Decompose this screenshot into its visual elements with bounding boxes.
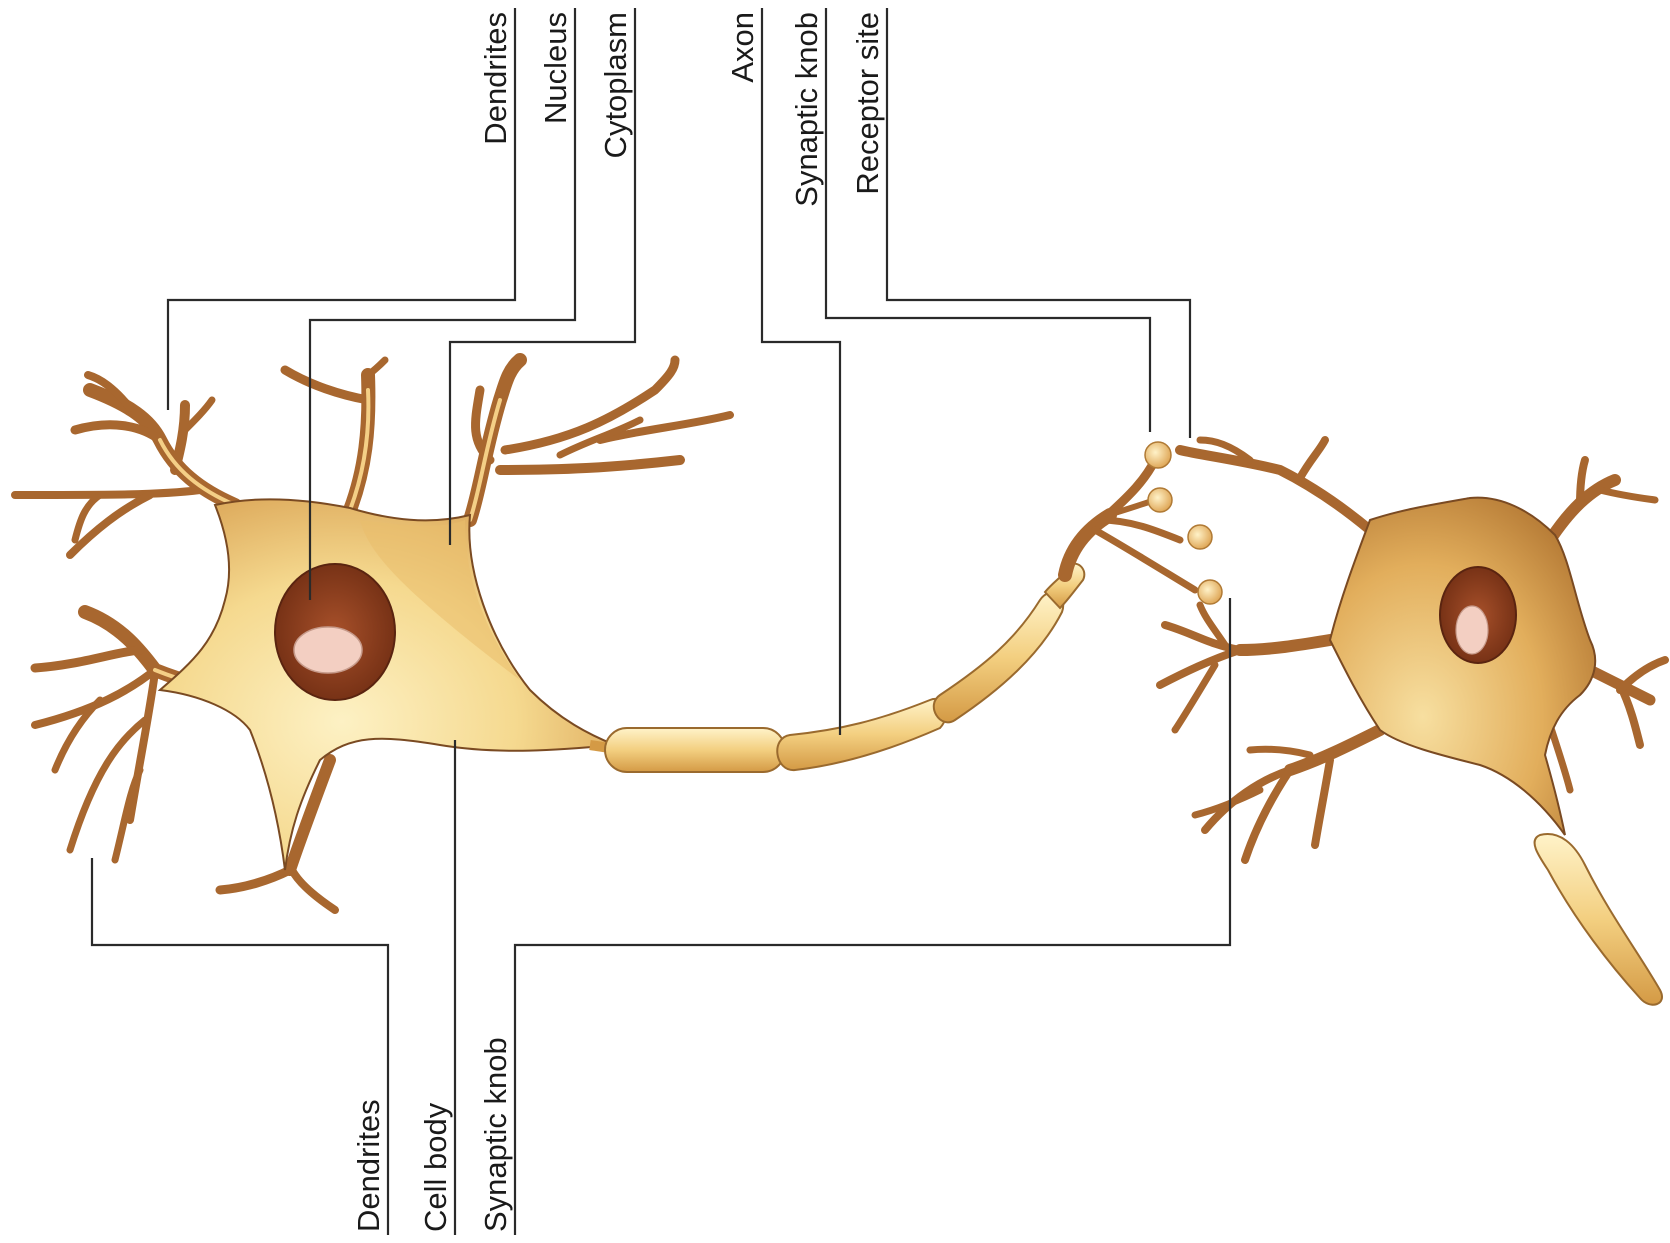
leader-bottom-dendrites bbox=[92, 858, 388, 1235]
label-bottom-synaptic-knob: Synaptic knob bbox=[478, 1037, 513, 1232]
dendrites-upper-left bbox=[15, 375, 235, 555]
dendrites-top bbox=[285, 360, 730, 520]
right-nucleus bbox=[1440, 567, 1516, 663]
label-top-cytoplasm: Cytoplasm bbox=[598, 12, 633, 158]
leader-top-receptor-site bbox=[887, 8, 1190, 438]
left-nucleus bbox=[275, 564, 395, 700]
label-top-nucleus: Nucleus bbox=[538, 12, 573, 124]
label-top-synaptic-knob: Synaptic knob bbox=[789, 12, 824, 207]
right-cell-body bbox=[1330, 498, 1595, 835]
myelin-sheath-2 bbox=[777, 699, 946, 770]
myelin-sheath-1 bbox=[605, 728, 785, 772]
label-top-receptor-site: Receptor site bbox=[850, 12, 885, 195]
right-neuron bbox=[1160, 440, 1665, 1005]
left-neuron bbox=[15, 360, 730, 910]
axon bbox=[590, 460, 1195, 772]
label-bottom-cell-body: Cell body bbox=[418, 1102, 453, 1232]
label-top-axon: Axon bbox=[725, 12, 760, 83]
label-bottom-dendrites: Dendrites bbox=[351, 1099, 386, 1232]
label-top-dendrites: Dendrites bbox=[478, 12, 513, 145]
leader-top-dendrites bbox=[168, 8, 515, 410]
right-axon-myelin bbox=[1535, 834, 1662, 1005]
leader-bottom-synaptic-knob bbox=[515, 598, 1230, 1235]
myelin-sheath-3 bbox=[934, 593, 1063, 723]
